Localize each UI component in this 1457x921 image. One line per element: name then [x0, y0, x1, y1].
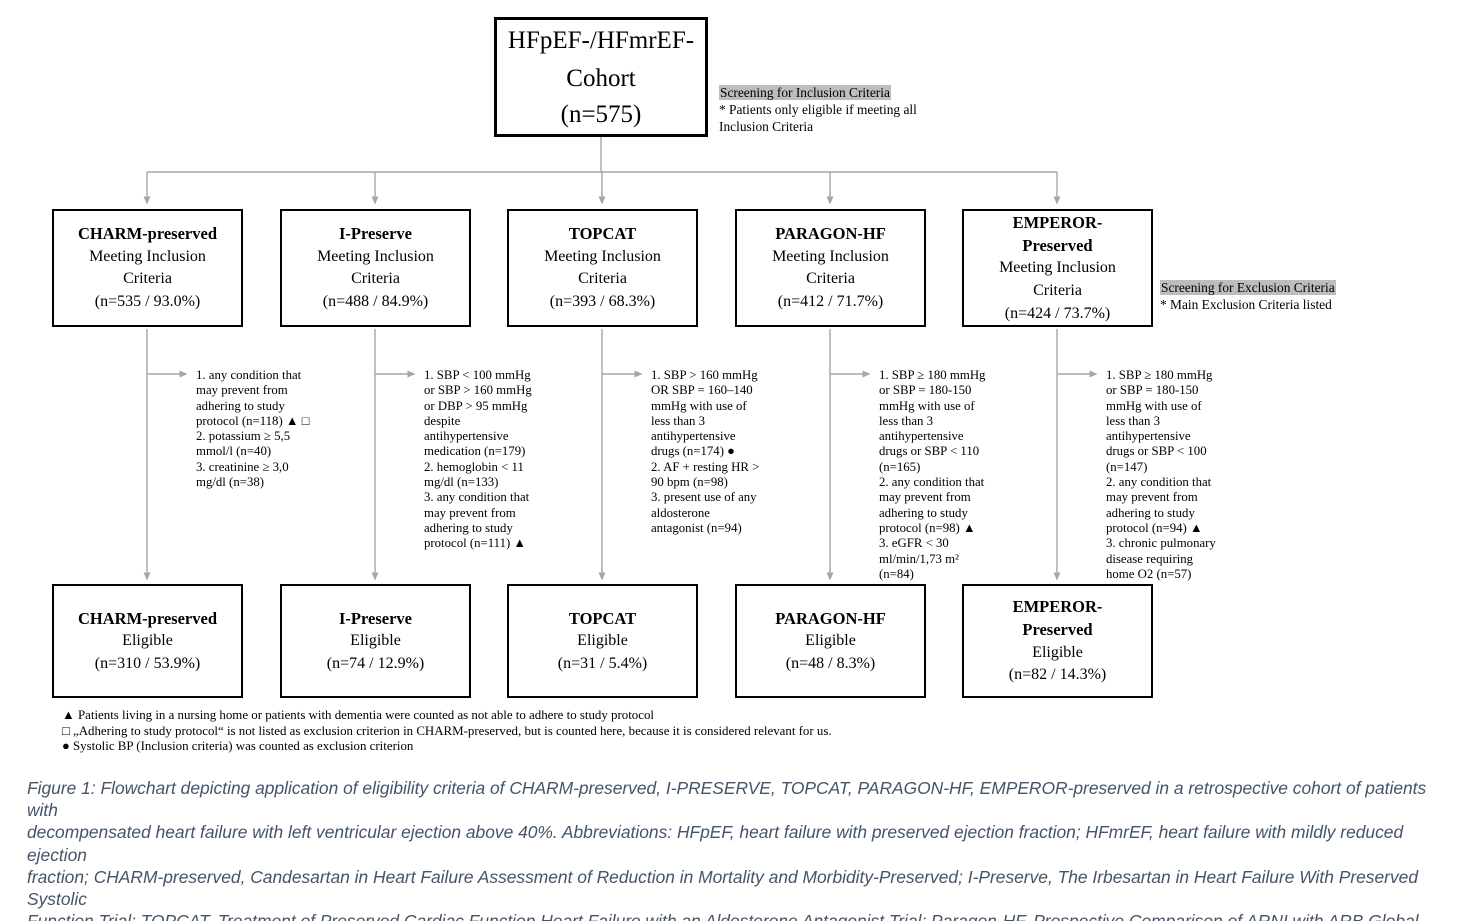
trial-title: TOPCAT: [568, 224, 637, 244]
eligible-box-paragon: PARAGON-HF Eligible (n=48 / 8.3%): [735, 584, 926, 698]
inclusion-note-subtitle: * Patients only eligible if meeting all …: [719, 102, 917, 134]
inclusion-label: Meeting Inclusion Criteria: [772, 247, 889, 288]
eligible-count: (n=48 / 8.3%): [785, 654, 876, 672]
inclusion-count: (n=424 / 73.7%): [1004, 304, 1111, 322]
inclusion-note-title: Screening for Inclusion Criteria: [719, 85, 891, 100]
inclusion-count: (n=535 / 93.0%): [94, 293, 201, 311]
footnote-square: □ „Adhering to study protocol“ is not li…: [62, 723, 832, 738]
inclusion-count: (n=488 / 84.9%): [322, 293, 429, 311]
inclusion-count: (n=393 / 68.3%): [549, 293, 656, 311]
figure-caption: Figure 1: Flowchart depicting applicatio…: [27, 778, 1427, 921]
eligible-count: (n=310 / 53.9%): [94, 654, 201, 672]
inclusion-box-paragon: PARAGON-HF Meeting Inclusion Criteria (n…: [735, 209, 926, 327]
exclusion-criteria-charm: 1. any condition that may prevent from a…: [196, 368, 310, 490]
trial-title: PARAGON-HF: [775, 224, 886, 244]
eligible-count: (n=74 / 12.9%): [326, 654, 425, 672]
exclusion-screening-note: Screening for Exclusion Criteria * Main …: [1160, 279, 1375, 313]
eligible-label: Eligible: [1032, 643, 1083, 661]
footnote-triangle: ▲ Patients living in a nursing home or p…: [62, 708, 654, 722]
trial-title: EMPEROR- Preserved: [1012, 596, 1103, 640]
trial-title: CHARM-preserved: [78, 224, 217, 244]
inclusion-label: Meeting Inclusion Criteria: [89, 247, 206, 288]
exclusion-note-title: Screening for Exclusion Criteria: [1160, 280, 1336, 295]
trial-title: I-Preserve: [339, 224, 412, 244]
footnote-circle: ● Systolic BP (Inclusion criteria) was c…: [62, 739, 414, 754]
eligible-box-topcat: TOPCAT Eligible (n=31 / 5.4%): [507, 584, 698, 698]
eligible-label: Eligible: [122, 631, 173, 649]
cohort-title: HFpEF-/HFmrEF-Cohort: [507, 27, 695, 92]
footnotes: ▲ Patients living in a nursing home or p…: [62, 708, 962, 755]
trial-title: EMPEROR- Preserved: [1012, 212, 1103, 255]
inclusion-label: Meeting Inclusion Criteria: [317, 247, 434, 288]
inclusion-box-ipreserve: I-Preserve Meeting Inclusion Criteria (n…: [280, 209, 471, 327]
eligible-label: Eligible: [350, 631, 401, 649]
inclusion-box-charm: CHARM-preserved Meeting Inclusion Criter…: [52, 209, 243, 327]
eligible-box-charm: CHARM-preserved Eligible (n=310 / 53.9%): [52, 584, 243, 698]
trial-title: I-Preserve: [339, 608, 412, 628]
inclusion-label: Meeting Inclusion Criteria: [999, 259, 1116, 300]
eligible-label: Eligible: [577, 631, 628, 649]
cohort-box: HFpEF-/HFmrEF-Cohort (n=575): [494, 17, 708, 137]
inclusion-box-topcat: TOPCAT Meeting Inclusion Criteria (n=393…: [507, 209, 698, 327]
eligible-count: (n=31 / 5.4%): [557, 654, 648, 672]
exclusion-criteria-ipreserve: 1. SBP < 100 mmHg or SBP > 160 mmHg or D…: [424, 368, 532, 551]
trial-title: PARAGON-HF: [775, 608, 886, 628]
trial-title: TOPCAT: [568, 608, 637, 628]
trial-title: CHARM-preserved: [78, 608, 217, 628]
inclusion-count: (n=412 / 71.7%): [777, 293, 884, 311]
exclusion-criteria-emperor: 1. SBP ≥ 180 mmHg or SBP = 180-150 mmHg …: [1106, 368, 1216, 581]
eligible-label: Eligible: [805, 631, 856, 649]
exclusion-note-subtitle: * Main Exclusion Criteria listed: [1160, 297, 1332, 312]
inclusion-box-emperor: EMPEROR- Preserved Meeting Inclusion Cri…: [962, 209, 1153, 327]
eligible-count: (n=82 / 14.3%): [1008, 666, 1107, 684]
exclusion-criteria-topcat: 1. SBP > 160 mmHg OR SBP = 160–140 mmHg …: [651, 368, 760, 535]
inclusion-label: Meeting Inclusion Criteria: [544, 247, 661, 288]
cohort-count: (n=575): [560, 101, 642, 128]
inclusion-screening-note: Screening for Inclusion Criteria * Patie…: [719, 84, 949, 135]
eligible-box-emperor: EMPEROR- Preserved Eligible (n=82 / 14.3…: [962, 584, 1153, 698]
eligible-box-ipreserve: I-Preserve Eligible (n=74 / 12.9%): [280, 584, 471, 698]
exclusion-criteria-paragon: 1. SBP ≥ 180 mmHg or SBP = 180-150 mmHg …: [879, 368, 986, 581]
